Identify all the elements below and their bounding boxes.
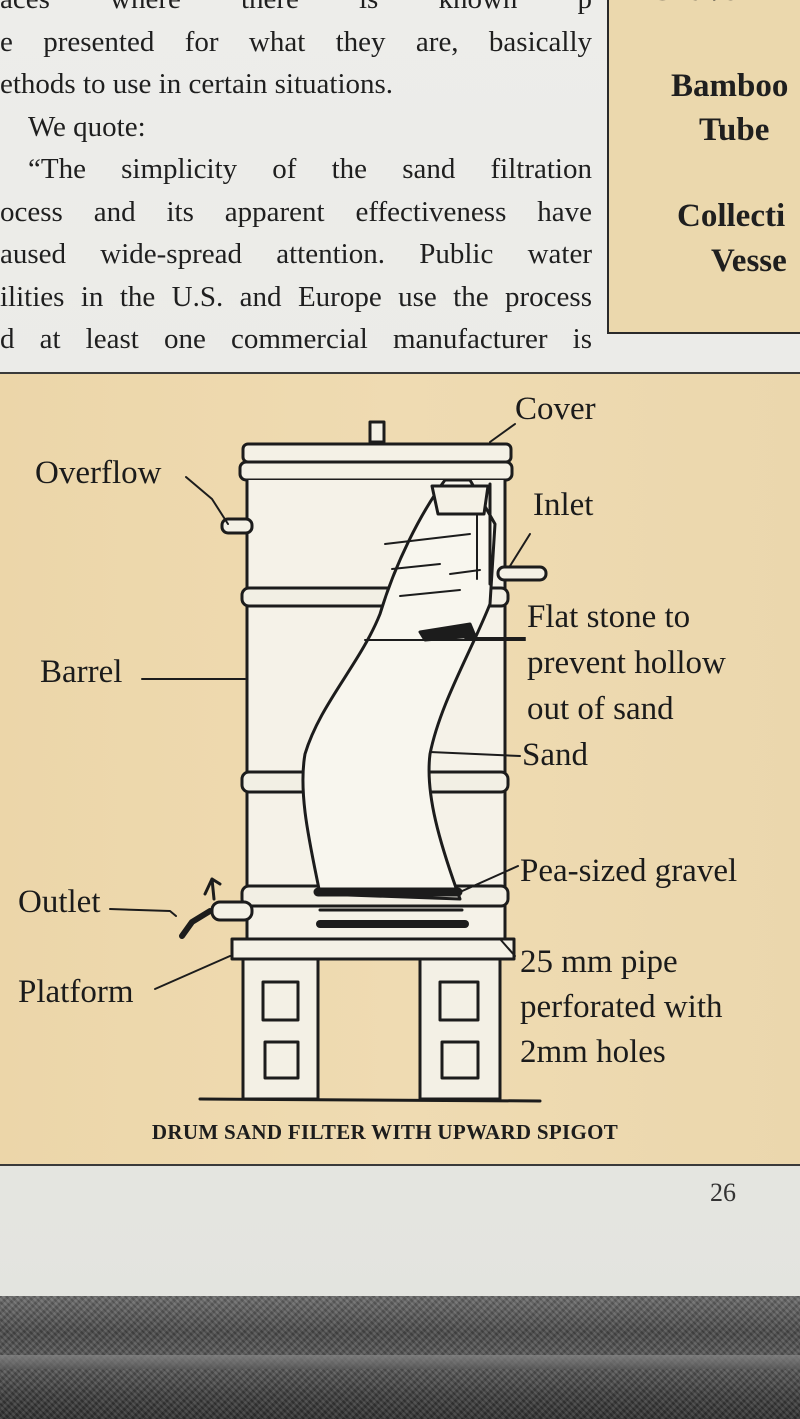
label-outlet: Outlet: [18, 884, 101, 920]
drum-sand-filter-figure: Cover Overflow Inlet Barrel Flat stone t…: [0, 372, 800, 1166]
label-flat-stone-line1: Flat stone to: [527, 599, 691, 635]
label-pipe-line1: 25 mm pipe: [520, 944, 678, 980]
label-barrel: Barrel: [40, 654, 123, 690]
text-line: We quote:: [28, 110, 146, 143]
side-label-bamboo: Bamboo: [671, 68, 789, 104]
label-flat-stone-line2: prevent hollow: [527, 645, 726, 681]
text-line: “The simplicity of the sand filtration: [28, 153, 592, 185]
text-line: aces where there is known p: [0, 0, 592, 21]
side-label-tube: Tube: [699, 112, 770, 148]
label-inlet: Inlet: [533, 487, 594, 523]
figure-caption: DRUM SAND FILTER WITH UPWARD SPIGOT: [151, 1120, 619, 1144]
text-line: ethods to use in certain situations.: [0, 68, 394, 100]
text-line: ilities in the U.S. and Europe use the p…: [0, 280, 592, 313]
side-label-gravel: Grave: [649, 0, 737, 9]
text-line: e presented for what they are, basically: [0, 25, 592, 58]
side-label-collection: Collecti: [677, 198, 786, 234]
label-flat-stone-line3: out of sand: [527, 691, 674, 727]
drum-filter-drawing: [109, 420, 548, 1103]
table-edge-highlight: [0, 1355, 800, 1369]
label-pea-sized-gravel: Pea-sized gravel: [520, 853, 738, 889]
label-pipe-line3: 2mm holes: [520, 1034, 666, 1070]
label-pipe-line2: perforated with: [520, 989, 723, 1025]
label-sand: Sand: [522, 737, 588, 773]
side-label-vessel: Vesse: [711, 243, 787, 279]
page-number: 26: [710, 1178, 736, 1207]
text-line: ocess and its apparent effectiveness hav…: [0, 195, 592, 228]
label-platform: Platform: [18, 974, 134, 1010]
book-page: aces where there is known p e presented …: [0, 0, 800, 1300]
label-overflow: Overflow: [35, 455, 162, 491]
body-text: aces where there is known p e presented …: [0, 0, 592, 370]
text-line: aused wide-spread attention. Public wate…: [0, 238, 592, 270]
side-figure-box: Grave Bamboo Tube Collecti Vesse: [607, 0, 800, 334]
text-line: d at least one commercial manufacturer i…: [0, 323, 592, 355]
label-cover: Cover: [515, 391, 596, 427]
